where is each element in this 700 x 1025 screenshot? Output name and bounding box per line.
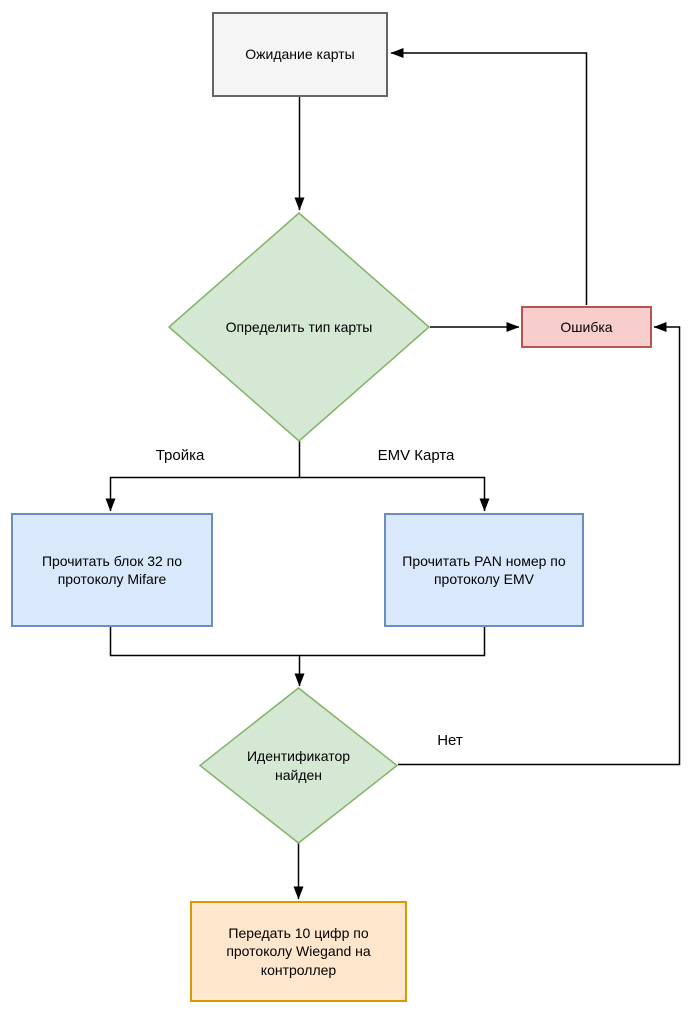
edge-detect-to-readpan bbox=[299, 476, 490, 512]
edge-label-troika: Тройка bbox=[140, 446, 220, 465]
edge-detect-to-readblock bbox=[105, 441, 301, 512]
node-read-block: Прочитать блок 32 по протоколу Mifare bbox=[11, 513, 213, 627]
node-read-pan-label: Прочитать PAN номер по протоколу EMV bbox=[402, 552, 566, 587]
edge-readpan-to-idfound bbox=[294, 627, 486, 687]
edge-label-emv-card: EMV Карта bbox=[356, 446, 476, 465]
edge-readblock-to-merge bbox=[109, 627, 300, 657]
node-error-label: Ошибка bbox=[560, 318, 613, 335]
node-detect-type-diamond bbox=[167, 212, 431, 442]
node-wait-card-label: Ожидание карты bbox=[245, 46, 355, 63]
edge-error-to-wait bbox=[390, 48, 588, 305]
node-id-found-diamond bbox=[198, 687, 399, 844]
node-send-wiegand: Передать 10 цифр по протоколу Wiegand на… bbox=[190, 901, 407, 1002]
node-error: Ошибка bbox=[521, 306, 652, 348]
edge-label-no: Нет bbox=[425, 731, 475, 750]
node-read-pan: Прочитать PAN номер по протоколу EMV bbox=[384, 513, 584, 627]
edge-idfound-to-error bbox=[398, 322, 681, 766]
node-wait-card: Ожидание карты bbox=[212, 12, 388, 97]
node-send-wiegand-label: Передать 10 цифр по протоколу Wiegand на… bbox=[226, 925, 371, 978]
node-read-block-label: Прочитать блок 32 по протоколу Mifare bbox=[41, 552, 183, 587]
